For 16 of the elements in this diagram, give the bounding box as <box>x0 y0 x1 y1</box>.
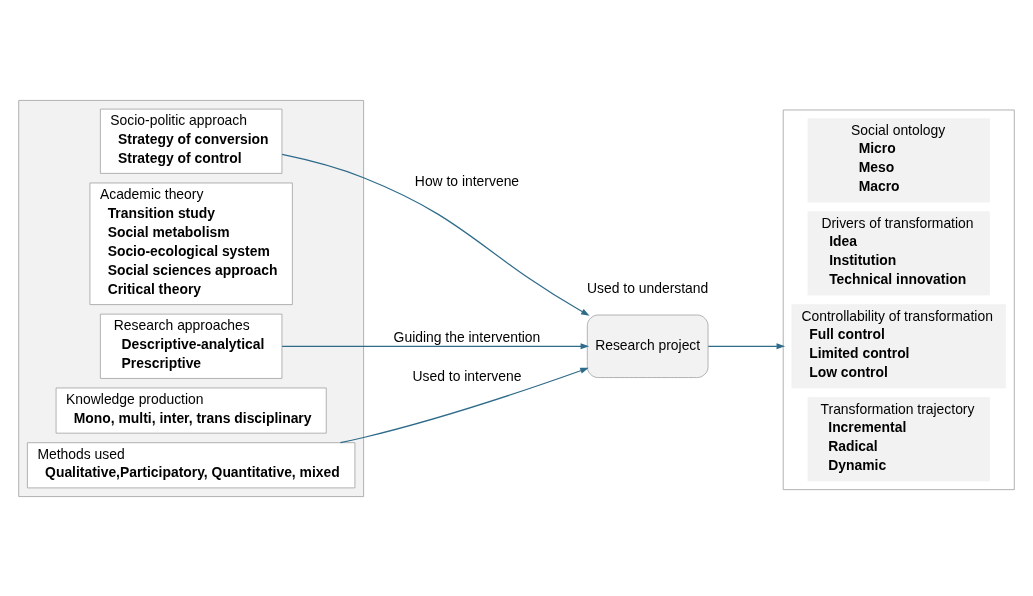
arrow <box>707 342 786 349</box>
label: Used to understand <box>587 279 709 296</box>
cluster <box>782 109 1015 490</box>
node-box: Knowledge production Mono, multi, inter, trans disciplinary <box>55 387 327 434</box>
node-box: Academic theory Transition study Social metabolism Socio-ecological system Social sciences approach Critical theory <box>89 182 293 305</box>
edge-label: Used to intervene <box>412 367 522 384</box>
node-box: Research approaches Descriptive-analytical Prescriptive <box>99 313 283 379</box>
node-box: Socio-politic approach Strategy of conversion Strategy of control <box>99 108 283 174</box>
edge-label: Guiding the intervention <box>393 328 541 345</box>
node-box: Research project <box>586 314 709 378</box>
edge-label: How to intervene <box>414 172 520 189</box>
node-box: Methods used Qualitative,Participatory, Quantitative, mixed <box>26 441 356 488</box>
arrow <box>339 367 589 443</box>
cluster <box>18 99 365 497</box>
arrow <box>281 342 590 349</box>
arrow <box>281 153 590 316</box>
